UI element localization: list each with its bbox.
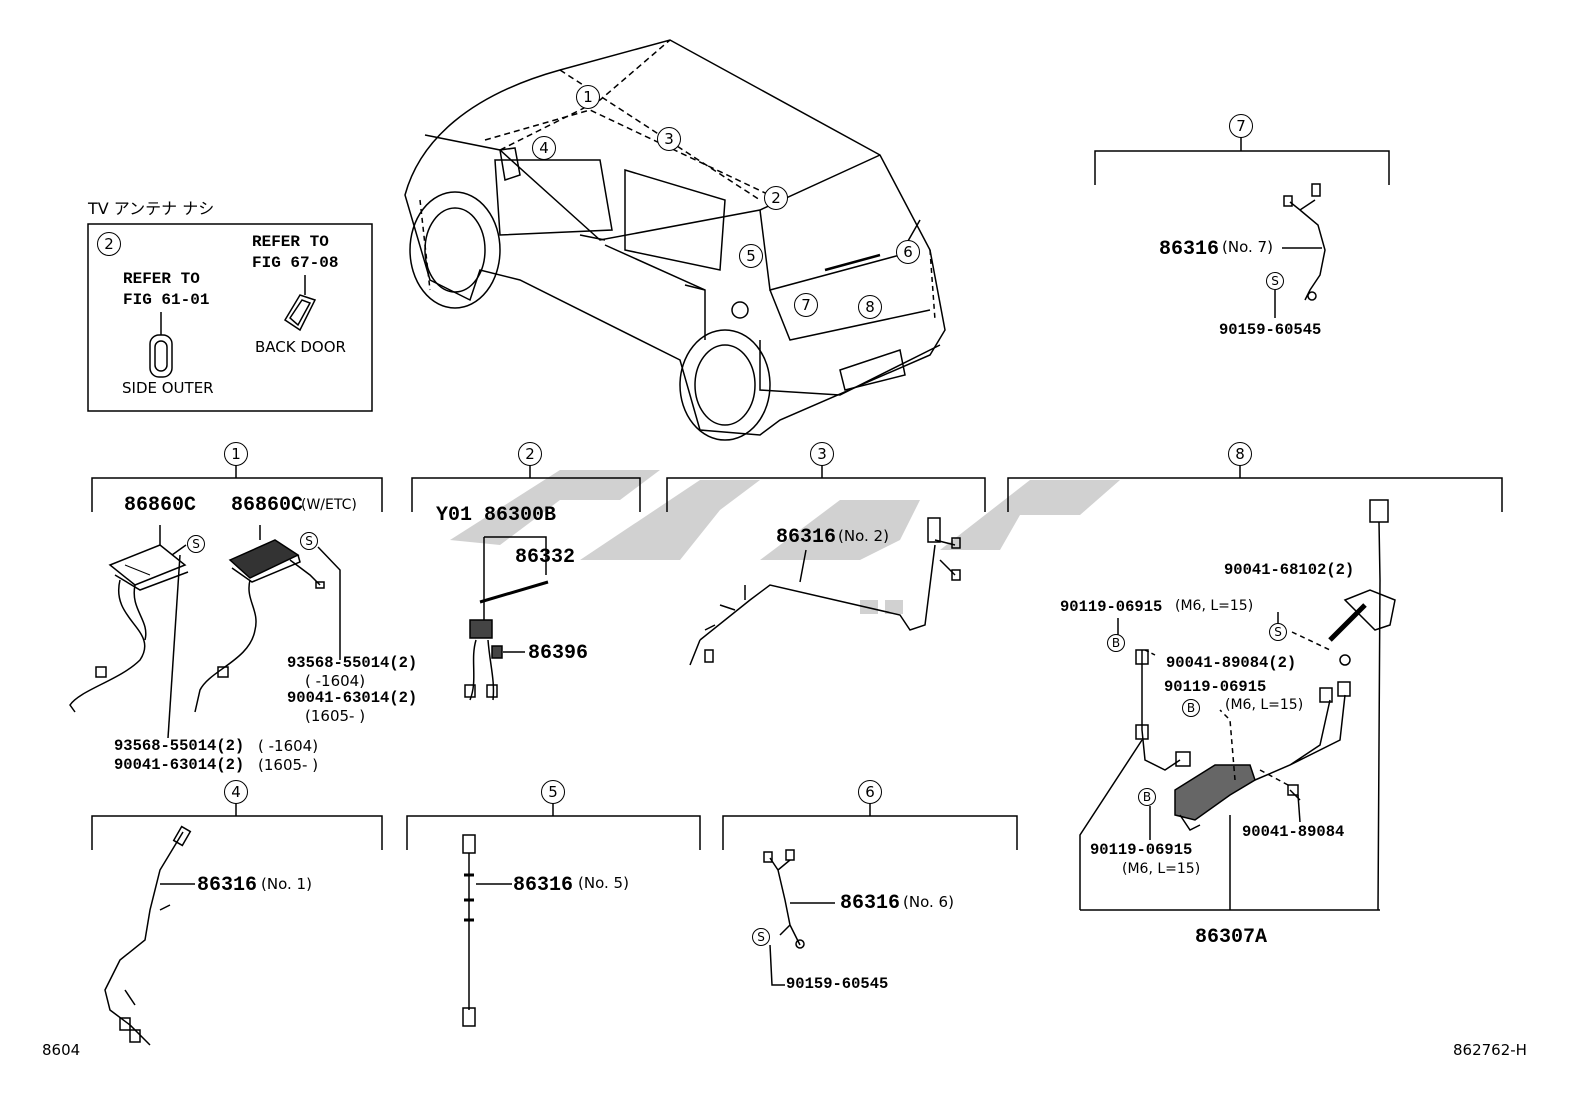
bracket-s3	[666, 477, 986, 512]
part-86316-no1-note: (No. 1)	[261, 875, 312, 893]
bracket-s4	[91, 815, 383, 850]
bolt-90041-63014-bottom-note: (1605- )	[258, 756, 319, 774]
bolt-93568-55014-right-note: ( -1604)	[305, 672, 366, 690]
part-86316-no5[interactable]: 86316	[513, 874, 574, 897]
section-callout-2[interactable]: 2	[518, 442, 542, 466]
part-86860c[interactable]: 86860C	[124, 494, 197, 517]
part-86860c-etc-note: (W/ETC)	[301, 497, 357, 513]
bolt-symbol: B	[1182, 699, 1200, 717]
inset-callout: 2	[97, 232, 121, 256]
grommet-side-outer-drawing	[149, 312, 173, 378]
vehicle-callout-6[interactable]: 6	[896, 240, 920, 264]
refer-back-line2[interactable]: FIG 67-08	[252, 254, 339, 272]
bolt-90041-89084-2[interactable]: 90041-89084(2)	[1166, 654, 1297, 672]
watermark-logo	[450, 470, 1120, 614]
vehicle-callout-5[interactable]: 5	[739, 244, 763, 268]
bolt-90119-06915-a[interactable]: 90119-06915	[1060, 598, 1163, 616]
section-callout-3[interactable]: 3	[810, 442, 834, 466]
part-86316-no6[interactable]: 86316	[840, 892, 901, 915]
section-callout-8[interactable]: 8	[1228, 442, 1252, 466]
section-callout-6[interactable]: 6	[858, 780, 882, 804]
bolt-90119-06915-c-note: (M6, L=15)	[1122, 861, 1201, 877]
clip-90159-60545-s6[interactable]: 90159-60545	[786, 975, 889, 993]
label-back-door: BACK DOOR	[255, 338, 346, 356]
vehicle-callout-8[interactable]: 8	[858, 295, 882, 319]
section-callout-1[interactable]: 1	[224, 442, 248, 466]
cable-86316-no6-drawing	[763, 849, 805, 949]
part-86396[interactable]: 86396	[528, 642, 589, 665]
clip-symbol: S	[752, 928, 770, 946]
bolt-90119-06915-a-note: (M6, L=15)	[1175, 598, 1254, 614]
bolt-symbol: B	[1107, 634, 1125, 652]
cable-86316-no2-drawing	[689, 517, 961, 666]
bracket-s2	[411, 477, 641, 512]
bolt-90041-63014-right-note: (1605- )	[305, 707, 366, 725]
part-86316-no2-note: (No. 2)	[838, 527, 889, 545]
refer-back-line1[interactable]: REFER TO	[252, 233, 329, 251]
bracket-s7	[1094, 150, 1390, 185]
part-86316-no7[interactable]: 86316	[1159, 238, 1220, 261]
figure-number: 8604	[42, 1041, 81, 1059]
part-86316-no6-note: (No. 6)	[903, 893, 954, 911]
antenna-86860c-drawing	[69, 544, 189, 713]
part-86307a[interactable]: 86307A	[1195, 926, 1268, 949]
cable-86316-no5-drawing	[462, 834, 476, 1027]
vehicle-callout-4[interactable]: 4	[532, 136, 556, 160]
section-callout-7[interactable]: 7	[1229, 114, 1253, 138]
part-y01-86300b[interactable]: Y01 86300B	[436, 504, 557, 527]
inset-title: TV アンテナ ナシ	[88, 199, 215, 218]
section-callout-4[interactable]: 4	[224, 780, 248, 804]
bolt-90041-63014-right[interactable]: 90041-63014(2)	[287, 689, 418, 707]
cable-86316-no7-drawing	[1283, 183, 1326, 301]
part-86316-no1[interactable]: 86316	[197, 874, 258, 897]
bracket-s1	[91, 477, 383, 512]
bolt-90041-68102[interactable]: 90041-68102(2)	[1224, 561, 1355, 579]
part-86316-no2[interactable]: 86316	[776, 526, 837, 549]
vehicle-callout-7[interactable]: 7	[794, 293, 818, 317]
bolt-93568-55014-bottom[interactable]: 93568-55014(2)	[114, 737, 245, 755]
clip-symbol: S	[300, 532, 318, 550]
label-side-outer: SIDE OUTER	[122, 379, 214, 397]
part-86332[interactable]: 86332	[515, 546, 576, 569]
vehicle-callout-2[interactable]: 2	[764, 186, 788, 210]
refer-side-line1[interactable]: REFER TO	[123, 270, 200, 288]
refer-side-line2[interactable]: FIG 61-01	[123, 291, 210, 309]
bracket-s5	[406, 815, 701, 850]
clip-symbol: S	[1266, 272, 1284, 290]
vehicle-callout-1[interactable]: 1	[576, 85, 600, 109]
illustration-number: 862762-H	[1453, 1041, 1527, 1059]
grommet-back-door-drawing	[283, 275, 317, 332]
clip-symbol: S	[1269, 623, 1287, 641]
bolt-93568-55014-bottom-note: ( -1604)	[258, 737, 319, 755]
bolt-90119-06915-b-note: (M6, L=15)	[1225, 697, 1304, 713]
part-86860c-etc[interactable]: 86860C	[231, 494, 304, 517]
vehicle-outline	[404, 39, 946, 441]
clip-symbol: S	[187, 535, 205, 553]
antenna-86860c-etc-drawing	[194, 539, 325, 713]
vehicle-callout-3[interactable]: 3	[657, 127, 681, 151]
bolt-90119-06915-c[interactable]: 90119-06915	[1090, 841, 1193, 859]
bolt-90119-06915-b[interactable]: 90119-06915	[1164, 678, 1267, 696]
cable-86316-no1-drawing	[104, 825, 192, 1046]
bolt-90041-63014-bottom[interactable]: 90041-63014(2)	[114, 756, 245, 774]
bolt-90041-89084[interactable]: 90041-89084	[1242, 823, 1345, 841]
part-86316-no7-note: (No. 7)	[1222, 238, 1273, 256]
clip-90159-60545-s7[interactable]: 90159-60545	[1219, 321, 1322, 339]
harness-86307a-drawing	[1079, 499, 1396, 911]
antenna-86300b-drawing	[464, 580, 549, 701]
section-callout-5[interactable]: 5	[541, 780, 565, 804]
part-86316-no5-note: (No. 5)	[578, 874, 629, 892]
bolt-symbol: B	[1138, 788, 1156, 806]
inset-frame	[87, 223, 373, 412]
bracket-s6	[722, 815, 1018, 850]
bracket-s8	[1007, 477, 1503, 512]
bolt-93568-55014-right[interactable]: 93568-55014(2)	[287, 654, 418, 672]
